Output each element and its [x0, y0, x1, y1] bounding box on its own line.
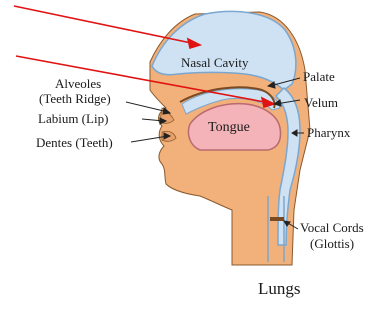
label-vocal-cords: Vocal Cords [300, 220, 364, 235]
label-alveoles: Alveoles [55, 76, 101, 91]
label-lungs: Lungs [258, 279, 301, 298]
vocal-cords-mark [270, 217, 284, 221]
label-glottis: (Glottis) [310, 236, 354, 251]
label-velum: Velum [304, 95, 338, 110]
label-teeth-ridge: (Teeth Ridge) [39, 91, 111, 106]
label-palate: Palate [303, 69, 335, 84]
label-nasal-cavity: Nasal Cavity [181, 55, 249, 70]
label-tongue: Tongue [208, 120, 250, 135]
label-pharynx: Pharynx [307, 125, 351, 140]
label-labium: Labium (Lip) [38, 111, 108, 126]
label-dentes: Dentes (Teeth) [36, 135, 113, 150]
